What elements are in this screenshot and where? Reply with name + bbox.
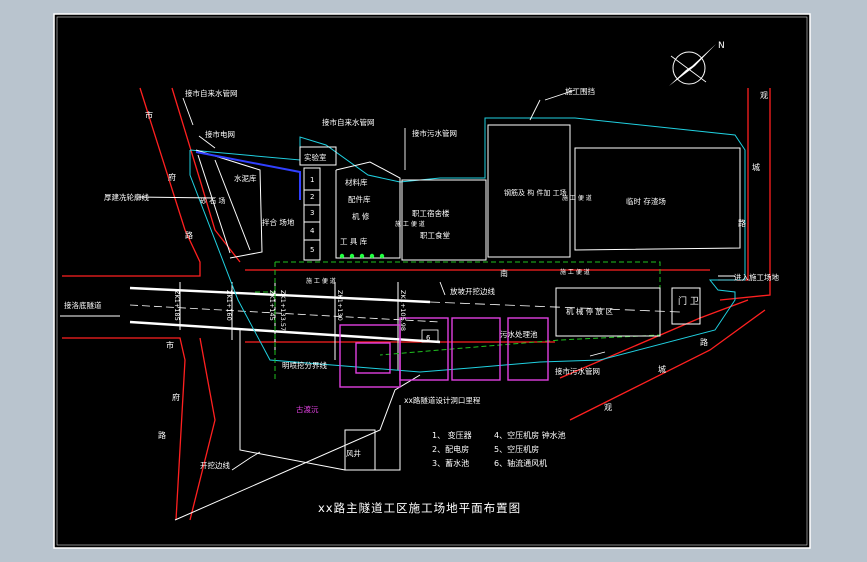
roads [62, 87, 771, 521]
label-sewage-top: 接市污水管网 [412, 128, 457, 138]
label-old-water: 古渡沅 [296, 404, 319, 414]
label-cement: 水泥库 [234, 173, 257, 183]
label-sewage-pool: 污水处理池 [500, 329, 538, 339]
label-tunnel-entry: xx路隧道设计洞口里程 [404, 395, 481, 405]
legend-2: 2、配电房 [432, 444, 469, 454]
label-spray: 明喷挖分界线 [282, 360, 327, 370]
legend-5: 5、空压机房 [494, 444, 539, 454]
label-power-net: 接市电网 [205, 129, 235, 139]
label-machine: 机 修 [352, 211, 370, 221]
label-shaft: 风井 [346, 448, 361, 458]
legend: 1、 变压器 4、空压机房 钟水池 2、配电房 5、空压机房 3、蓄水池 6、轴… [432, 430, 566, 468]
label-sand: 砂 石 场 [200, 196, 225, 205]
label-road-1: 施 工 便 道 [306, 277, 336, 285]
road-south: 南 [500, 268, 508, 278]
label-pit-line: 开挖边线 [200, 460, 230, 470]
label-gate: 门 卫 [678, 295, 699, 307]
box-2: 2 [310, 193, 314, 201]
leader-lines [60, 89, 735, 471]
road-br-1: 观 [604, 403, 612, 412]
road-left-4: 市 [166, 340, 174, 350]
box-4: 4 [310, 227, 315, 235]
label-connect-tunnel: 接洛底隧道 [64, 300, 102, 310]
label-steel: 钢筋及 构 件加 工场 [504, 188, 567, 197]
station-2: ZK1+160 [225, 290, 233, 321]
label-canteen: 职工食堂 [420, 230, 450, 240]
power-line [195, 151, 301, 200]
label-dorm: 职工宿舍楼 [412, 208, 450, 218]
road-right-1: 观 [760, 91, 768, 100]
road-right-2: 城 [752, 163, 760, 172]
box-5: 5 [310, 246, 314, 254]
label-south-road: 施 工 便 道 [560, 268, 590, 276]
label-road-3: 施 工 便 道 [562, 194, 592, 202]
road-names: 市 府 路 市 府 路 观 城 路 观 城 路 南 [145, 91, 768, 440]
station-labels: ZK1+185 ZK1+160 ZK1+145 ZK1+133.57 ZK1+1… [173, 290, 407, 331]
site-buildings [174, 124, 741, 521]
legend-1: 1、 变压器 [432, 430, 472, 440]
label-temp-storage: 临时 存渣场 [626, 196, 666, 206]
site-fence [189, 117, 746, 373]
box-3: 3 [310, 209, 314, 217]
label-water-net-1: 接市自来水管网 [185, 88, 238, 98]
label-enter-site: 进入施工场地 [734, 272, 779, 282]
north-label: N [718, 41, 725, 51]
label-slope-line: 放坡开挖边线 [450, 286, 495, 296]
road-left-1: 市 [145, 110, 153, 120]
legend-3: 3、蓄水池 [432, 458, 469, 468]
label-mech-parking: 机 械 停 放 区 [566, 306, 614, 316]
label-wheel-wash: 厚建冼轮廓线 [104, 192, 149, 202]
north-arrow-icon: N [669, 41, 725, 86]
label-tool: 工 具 库 [340, 236, 368, 246]
inner-frame [56, 16, 808, 546]
green-markers [339, 253, 385, 259]
box-1: 1 [310, 176, 314, 184]
road-left-5: 府 [172, 392, 180, 402]
label-fence: 施工围挡 [565, 86, 595, 96]
station-4: ZK1+133.57 [279, 290, 287, 331]
road-left-2: 府 [168, 172, 176, 182]
numbered-boxes: 1 2 3 4 5 [310, 176, 315, 254]
label-water-net-2: 接市自来水管网 [322, 117, 375, 127]
box-6: 6 [426, 334, 431, 342]
label-parts: 配件库 [348, 194, 371, 204]
label-mixer: 拌合 场地 [262, 217, 295, 227]
road-br-2: 城 [658, 365, 666, 374]
label-road-2: 施 工 便 道 [395, 220, 425, 228]
station-5: ZK1+130 [336, 290, 344, 321]
road-br-3: 路 [700, 337, 708, 347]
drawing-title: xx路主隧道工区施工场地平面布置图 [318, 501, 521, 515]
station-1: ZK1+185 [173, 290, 181, 321]
station-6: ZK1+105.98 [399, 290, 407, 331]
magenta-zones [339, 317, 549, 388]
legend-4: 4、空压机房 钟水池 [494, 430, 566, 440]
road-right-3: 路 [738, 218, 746, 228]
road-left-6: 路 [158, 430, 166, 440]
label-sewage-bot: 接市污水管网 [555, 366, 600, 376]
label-lab: 实验室 [304, 152, 327, 162]
label-material: 材料库 [345, 177, 368, 187]
station-3: ZK1+145 [268, 290, 276, 321]
road-left-3: 路 [185, 230, 193, 240]
plan-labels: 接市自来水管网 接市电网 接市自来水管网 接市污水管网 施工围挡 厚建冼轮廓线 … [64, 86, 779, 470]
legend-6: 6、轴流通风机 [494, 458, 547, 468]
